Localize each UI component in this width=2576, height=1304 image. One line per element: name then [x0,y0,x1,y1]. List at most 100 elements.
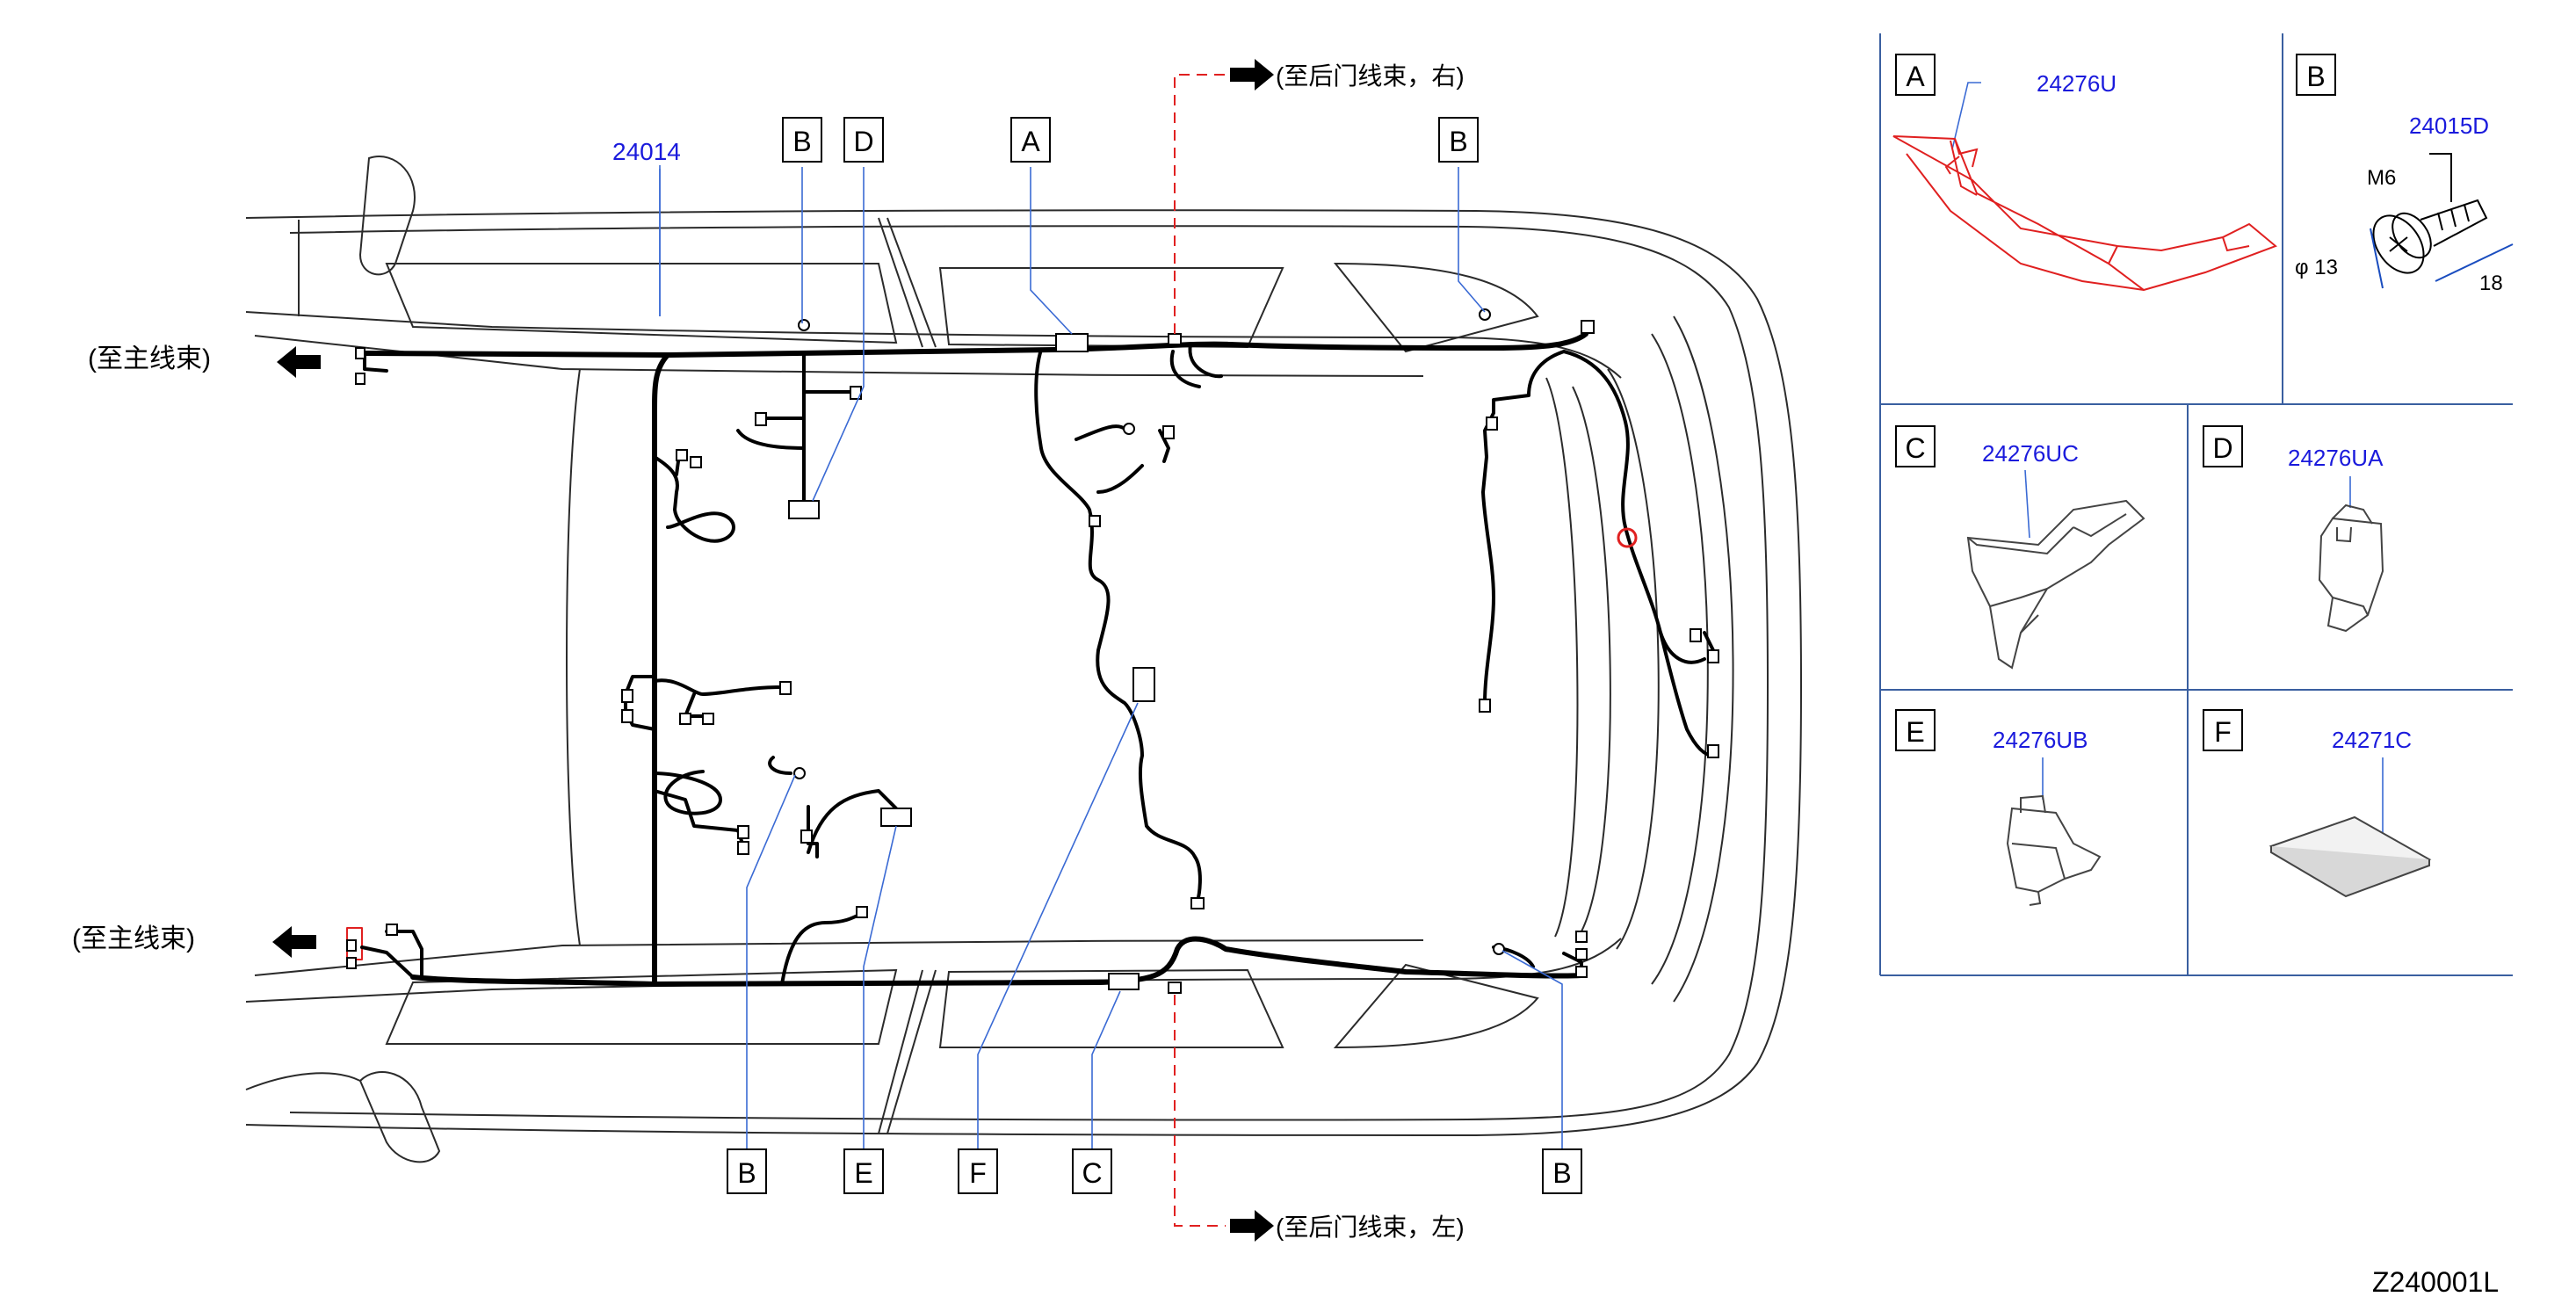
legend-letter-e: E [1906,716,1924,748]
roof-harness [346,331,1715,987]
callout-label: B [792,126,811,157]
legend-cell-d: D 24276UA [2203,425,2384,633]
connector-right-3 [1479,699,1491,713]
rear-door-left-dashed-line [1174,995,1226,1227]
bracket-a-drawing [1892,135,2277,292]
callout-box-top-b-left [782,117,822,163]
legend-letter-d: D [2212,432,2232,464]
connector-rear-left [1168,982,1182,994]
callout-label: F [969,1157,987,1189]
clip-a [1055,333,1089,352]
ground-eyelet-4 [1493,943,1505,955]
to-rear-door-left-label: (至后门线束，左) [1276,1213,1465,1241]
rear-door-right-dashed-line [1174,74,1226,334]
connector-center-1 [1162,425,1175,439]
callout-box-bottom-f [958,1148,998,1194]
callout-label: D [853,126,873,157]
connector-left-loop [676,449,688,461]
car-body-outline [245,156,1803,1163]
clip-c [1108,973,1140,990]
ground-eyelet-5 [1123,423,1135,435]
bracket-c-drawing [1966,499,2145,670]
connector-lower-left-main-2 [346,957,357,969]
connector-e-1 [800,829,813,844]
legend-letter-c: C [1905,432,1925,464]
connector-lower-right-2 [1575,948,1588,960]
spec-diameter: φ 13 [2295,256,2338,279]
arrow-right-icon-lower [1230,1210,1274,1242]
to-main-harness-upper-label: (至主线束) [88,344,211,373]
connector-upper-left-2 [355,373,365,385]
callout-box-top-d [843,117,884,163]
connector-lower-right-1 [1575,931,1588,943]
callout-label: E [854,1157,872,1189]
callout-box-bottom-e [843,1148,884,1194]
callout-label: B [1552,1157,1571,1189]
connectors [346,308,1719,994]
part-number-c: 24276UC [1982,440,2079,467]
part-number-e: 24276UB [1993,727,2088,753]
callout-label: B [737,1157,756,1189]
connector-right-4 [1690,628,1702,642]
connector-lower-left-1 [737,841,749,855]
legend-letter-box-c [1895,425,1936,467]
connector-rear-right [1168,333,1182,345]
parts-legend: A 24276U B 24015D M6 φ 13 18 [1879,33,2514,976]
connector-right-6 [1707,744,1719,758]
bracket-e-drawing [2006,794,2102,906]
part-number-b: 24015D [2409,112,2489,139]
callout-label: A [1021,126,1040,157]
legend-cell-c: C 24276UC [1895,425,2145,670]
ground-eyelet-2 [1479,308,1491,321]
connector-mid-left-1 [621,689,633,703]
legend-cell-a: A 24276U [1892,54,2277,292]
connector-lower-left-2 [737,825,749,839]
clip-e [880,808,912,827]
callout-label: B [1449,126,1467,157]
connector-upper-left-1 [355,347,365,359]
part-number-d: 24276UA [2288,445,2384,471]
ground-eyelet-3 [793,767,806,779]
connector-mid-left-4 [702,713,714,725]
figure-code: Z240001L [2372,1266,2499,1298]
arrow-left-icon-upper [277,346,321,378]
spec-thread: M6 [2367,166,2396,190]
main-part-number: 24014 [612,138,681,165]
part-number-a: 24276U [2037,70,2117,97]
callout-label: C [1082,1157,1102,1189]
arrow-right-icon-upper [1230,59,1274,91]
connector-mid-left-3 [679,713,691,725]
clip-f [1132,667,1155,702]
connector-lower-right-3 [1575,966,1588,978]
legend-cell-f: F 24271C [2203,709,2432,898]
leader-lines [659,165,1563,1149]
legend-letter-box-b [2296,54,2336,96]
connector-center-3 [1190,897,1205,909]
legend-letter-box-f [2203,709,2243,751]
legend-letter-box-e [1895,709,1936,751]
callouts-top: B D A B [782,117,1479,163]
clip-d [788,500,820,519]
connector-e-2 [856,906,868,918]
legend-cell-e: E 24276UB [1895,709,2102,906]
connector-left-loop-2 [690,456,702,468]
legend-letter-box-d [2203,425,2243,467]
legend-letter-box-a [1895,54,1936,96]
bolt-drawing [2372,153,2488,274]
ground-eyelet-1 [798,319,810,331]
connector-right-1 [1581,320,1595,334]
part-number-f: 24271C [2332,727,2412,753]
connector-center-2 [1089,515,1101,527]
tape-f-drawing [2268,815,2432,898]
callout-box-bottom-c [1072,1148,1112,1194]
legend-letter-f: F [2214,716,2232,748]
connector-mid-left-5 [779,681,792,695]
legend-letter-b: B [2306,61,2325,92]
spec-length: 18 [2479,272,2503,295]
highlighted-connector [1617,527,1638,548]
connector-mid-left-2 [621,709,633,723]
to-rear-door-right-label: (至后门线束，右) [1276,62,1465,90]
dimension-diameter [2370,228,2384,289]
to-main-harness-lower-label: (至主线束) [72,924,195,953]
